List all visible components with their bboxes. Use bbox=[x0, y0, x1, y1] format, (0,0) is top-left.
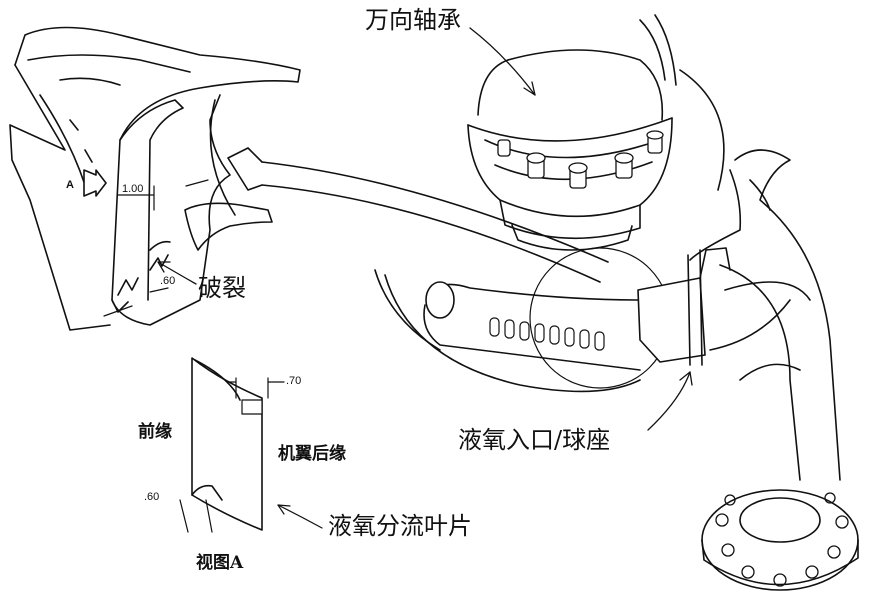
label-lox-splitter-vane: 液氧分流叶片 bbox=[328, 512, 472, 540]
dimension-1-00: 1.00 bbox=[122, 183, 144, 195]
view-a-vane bbox=[191, 357, 263, 531]
curved-pointer-arrow bbox=[227, 147, 609, 283]
lox-inlet-duct bbox=[423, 247, 731, 431]
gimbal-bearing-assembly bbox=[467, 14, 677, 251]
view-a-marker: A bbox=[66, 179, 74, 191]
dimension-60-top: .60 bbox=[160, 275, 176, 287]
dimension-70: .70 bbox=[286, 375, 302, 387]
view-a-arrow bbox=[83, 169, 107, 197]
duct-slots bbox=[489, 317, 605, 351]
label-lox-inlet-ball-seat: 液氧入口/球座 bbox=[458, 426, 611, 454]
manifold-scroll bbox=[209, 69, 725, 393]
view-a-dimension-lines bbox=[179, 377, 323, 533]
elbow-duct bbox=[689, 149, 859, 591]
fracture-leader bbox=[157, 261, 197, 285]
label-leading-edge: 前缘 bbox=[138, 422, 172, 442]
label-trailing-edge: 机翼后缘 bbox=[278, 444, 346, 464]
bearing-bolts bbox=[497, 130, 664, 189]
dimension-60-bottom: .60 bbox=[144, 491, 160, 503]
fracture-dimension-lines bbox=[103, 179, 209, 317]
label-view-a: 视图A bbox=[196, 553, 244, 573]
label-gimbal-bearing: 万向轴承 bbox=[365, 6, 461, 34]
flange-bolt-holes bbox=[715, 492, 849, 587]
label-fracture: 破裂 bbox=[198, 274, 246, 302]
